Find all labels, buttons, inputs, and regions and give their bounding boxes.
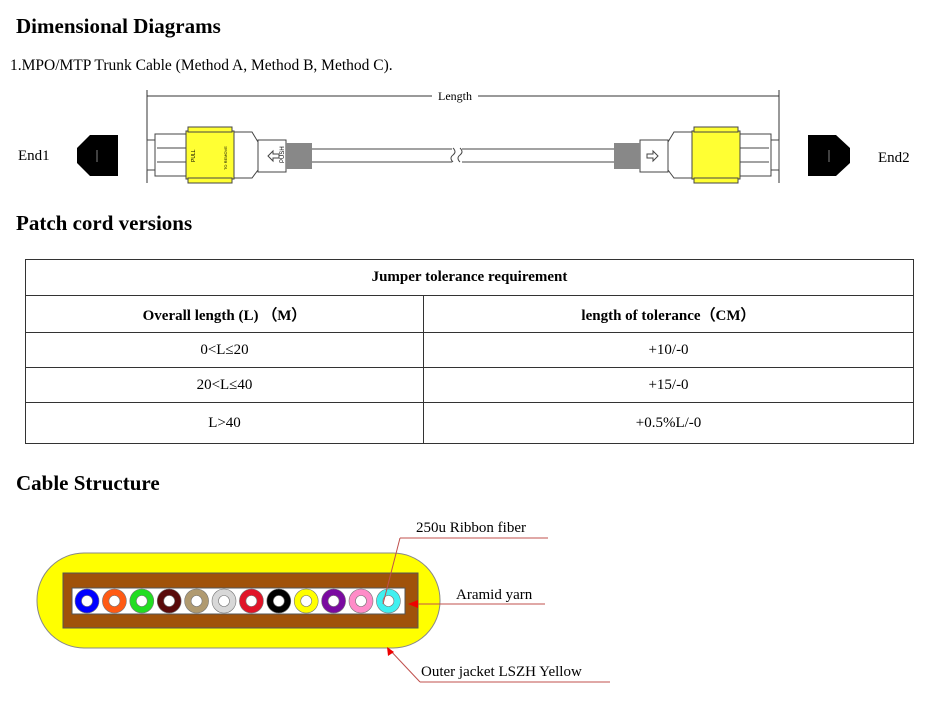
fiber-core (382, 595, 395, 607)
heading-patch-cord-versions: Patch cord versions (16, 211, 193, 235)
table-row: 20<L≤40 +15/-0 (25, 367, 914, 403)
table-row: L>40 +0.5%L/-0 (25, 402, 914, 444)
fiber-core (108, 595, 121, 607)
jumper-tolerance-table: Jumper tolerance requirement Overall len… (25, 259, 914, 444)
end1-label: End1 (18, 148, 50, 164)
fiber-core (218, 595, 230, 607)
fiber-core (272, 595, 285, 607)
trunk-cable-caption: 1.MPO/MTP Trunk Cable (Method A, Method … (10, 57, 393, 74)
end2-label: End2 (878, 150, 910, 166)
ribbon-fiber-label: 250u Ribbon fiber (416, 520, 526, 536)
fiber-core (245, 595, 258, 607)
header-tolerance: length of tolerance（CM） (423, 295, 914, 333)
fiber-core (327, 595, 340, 607)
length-cell: L>40 (25, 402, 424, 444)
tolerance-cell: +0.5%L/-0 (423, 402, 914, 444)
left-connector: PULL TO REMOVE PUSH (146, 126, 312, 184)
heading-cable-structure: Cable Structure (16, 471, 160, 495)
header-overall-length: Overall length (L) （M） (25, 295, 424, 333)
trunk-cable-diagram: Length End1 End2 PULL TO REMOVE PUSH (18, 88, 910, 184)
to-remove-label: TO REMOVE (223, 146, 228, 170)
length-label: Length (438, 89, 472, 103)
table-row: 0<L≤20 +10/-0 (25, 332, 914, 368)
fiber-core (355, 595, 367, 607)
pull-label: PULL (191, 149, 197, 162)
fiber-core (300, 595, 313, 607)
outer-jacket-label: Outer jacket LSZH Yellow (421, 664, 582, 680)
fiber-core (81, 595, 93, 607)
tolerance-cell: +15/-0 (423, 367, 914, 403)
fiber-core (190, 595, 203, 607)
fiber-core (136, 595, 148, 607)
push-label: PUSH (280, 146, 286, 163)
heading-dimensional-diagrams: Dimensional Diagrams (16, 14, 221, 38)
right-connector (614, 126, 780, 184)
table-title: Jumper tolerance requirement (25, 259, 914, 296)
aramid-yarn-label: Aramid yarn (456, 587, 533, 603)
fiber-core (163, 595, 175, 607)
